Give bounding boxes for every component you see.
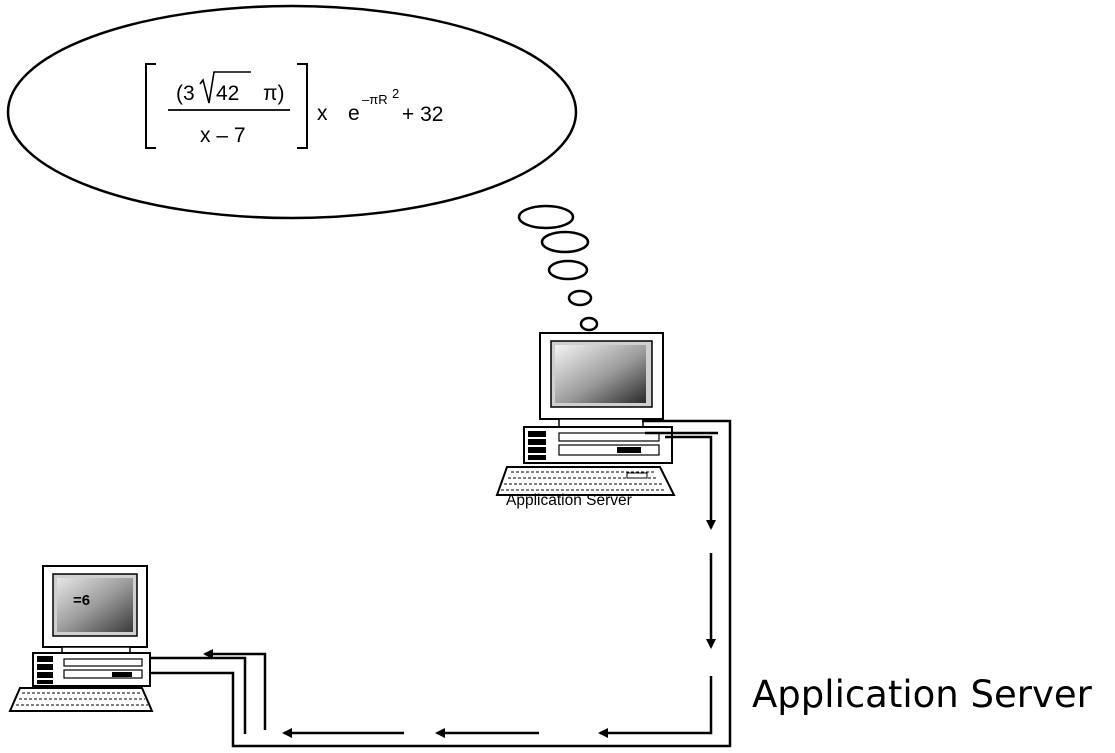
formula-root-value: 42 bbox=[216, 82, 239, 105]
formula-exp-power: –πR bbox=[362, 92, 388, 107]
application-server-computer-icon bbox=[497, 333, 674, 495]
formula-exp-square: 2 bbox=[392, 86, 399, 101]
formula-numerator-open: (3 bbox=[176, 82, 195, 105]
arrow-into-client bbox=[205, 654, 265, 730]
client-screen-text: =6 bbox=[73, 592, 90, 609]
formula-times: x bbox=[317, 102, 328, 125]
formula-exp-base: e bbox=[348, 102, 360, 125]
formula-denominator: x – 7 bbox=[200, 124, 246, 147]
thought-trail bbox=[519, 206, 597, 330]
formula-pi: π) bbox=[263, 82, 284, 105]
thought-bubble bbox=[8, 6, 576, 218]
outside-label: Application Server bbox=[752, 676, 1092, 713]
arrow-corner-left bbox=[600, 676, 711, 733]
formula-plus-term: + 32 bbox=[402, 103, 443, 126]
server-caption: Application Server bbox=[506, 492, 632, 509]
client-computer-icon bbox=[10, 566, 152, 711]
